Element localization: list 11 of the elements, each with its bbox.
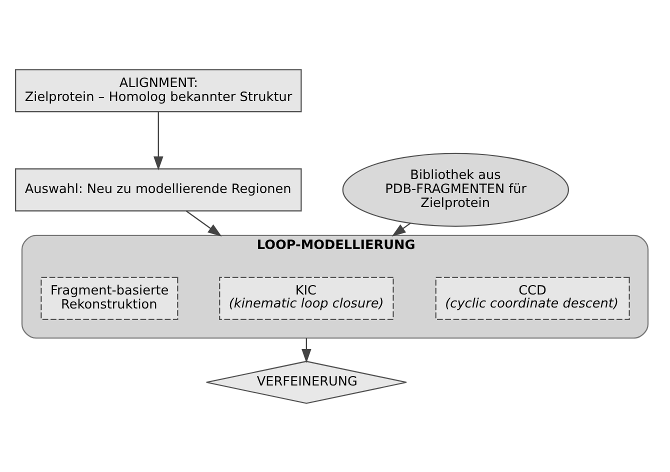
node-box: CCD (cyclic coordinate descent) (435, 276, 630, 320)
arrow (186, 210, 222, 236)
node-box: ALIGNMENT: Zielprotein – Homolog bekannter Struktur (15, 68, 302, 112)
node-box: Fragment-basierte Rekonstruktion (40, 276, 178, 320)
arrow (302, 338, 312, 363)
arrow (153, 111, 164, 170)
node-ellipse: Bibliothek aus PDB-FRAGMENTEN für Zielprotein (342, 152, 570, 226)
node-diamond: VERFEINERUNG (206, 360, 408, 404)
node-box: Auswahl: Neu zu modellierende Regionen (15, 168, 302, 211)
node-box: KIC (kinematic loop closure) (219, 276, 394, 320)
arrow (392, 222, 411, 236)
